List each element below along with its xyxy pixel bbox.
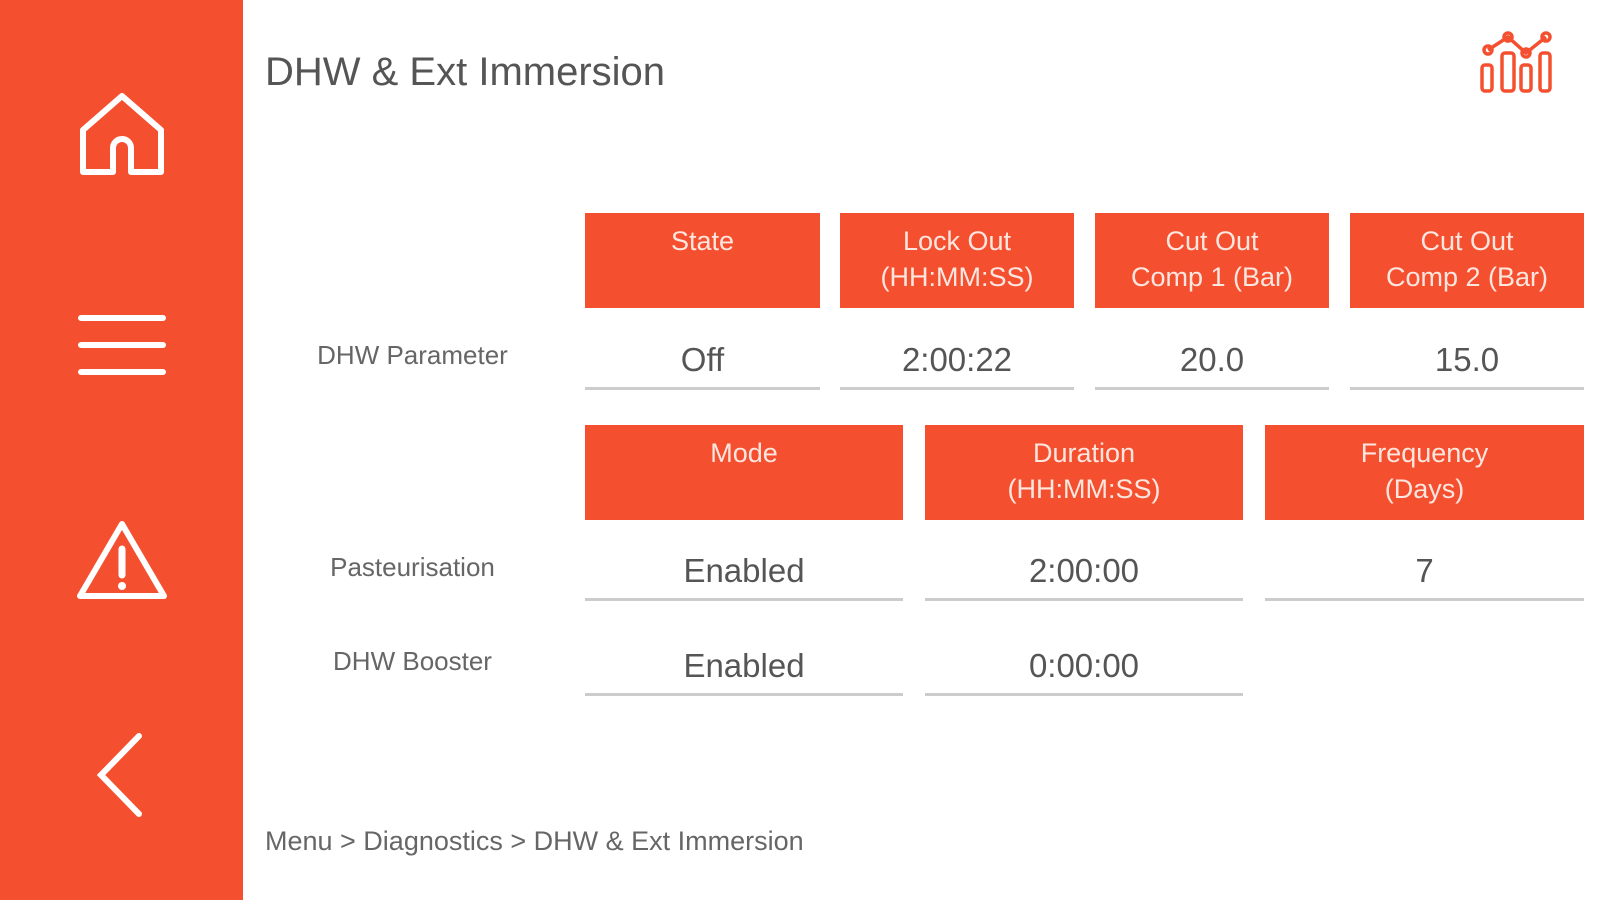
home-icon	[80, 93, 164, 175]
pasteurisation-mode-value: Enabled	[585, 551, 903, 601]
breadcrumb: Menu > Diagnostics > DHW & Ext Immersion	[265, 826, 804, 856]
page-title: DHW & Ext Immersion	[265, 50, 666, 94]
header-cut-out-comp1: Cut Out Comp 1 (Bar)	[1095, 213, 1329, 308]
header-cut-out-comp2: Cut Out Comp 2 (Bar)	[1350, 213, 1584, 308]
dhw-lockout-value: 2:00:22	[840, 340, 1074, 390]
pasteurisation-duration-value: 2:00:00	[925, 551, 1243, 601]
pasteurisation-label: Pasteurisation	[330, 552, 495, 582]
pasteurisation-frequency-value: 7	[1265, 551, 1584, 601]
header-lock-out: Lock Out (HH:MM:SS)	[840, 213, 1074, 308]
menu-button[interactable]	[72, 295, 172, 395]
header-state: State	[585, 213, 820, 308]
chart-icon	[1480, 31, 1552, 93]
back-button[interactable]	[72, 725, 172, 825]
dhw-booster-label: DHW Booster	[333, 646, 492, 676]
dhw-state-value: Off	[585, 340, 820, 390]
dhw-parameter-label: DHW Parameter	[317, 340, 508, 370]
dhw-cutout-comp1-value: 20.0	[1095, 340, 1329, 390]
header-duration: Duration (HH:MM:SS)	[925, 425, 1243, 520]
booster-duration-value: 0:00:00	[925, 646, 1243, 696]
header-frequency: Frequency (Days)	[1265, 425, 1584, 520]
chart-button[interactable]	[1478, 25, 1558, 95]
dhw-cutout-comp2-value: 15.0	[1350, 340, 1584, 390]
menu-icon	[78, 315, 166, 375]
sidebar	[0, 0, 243, 900]
alarms-button[interactable]	[72, 510, 172, 610]
booster-mode-value: Enabled	[585, 646, 903, 696]
chevron-left-icon	[96, 733, 142, 817]
home-button[interactable]	[72, 83, 172, 183]
warning-icon	[77, 521, 167, 599]
header-mode: Mode	[585, 425, 903, 520]
